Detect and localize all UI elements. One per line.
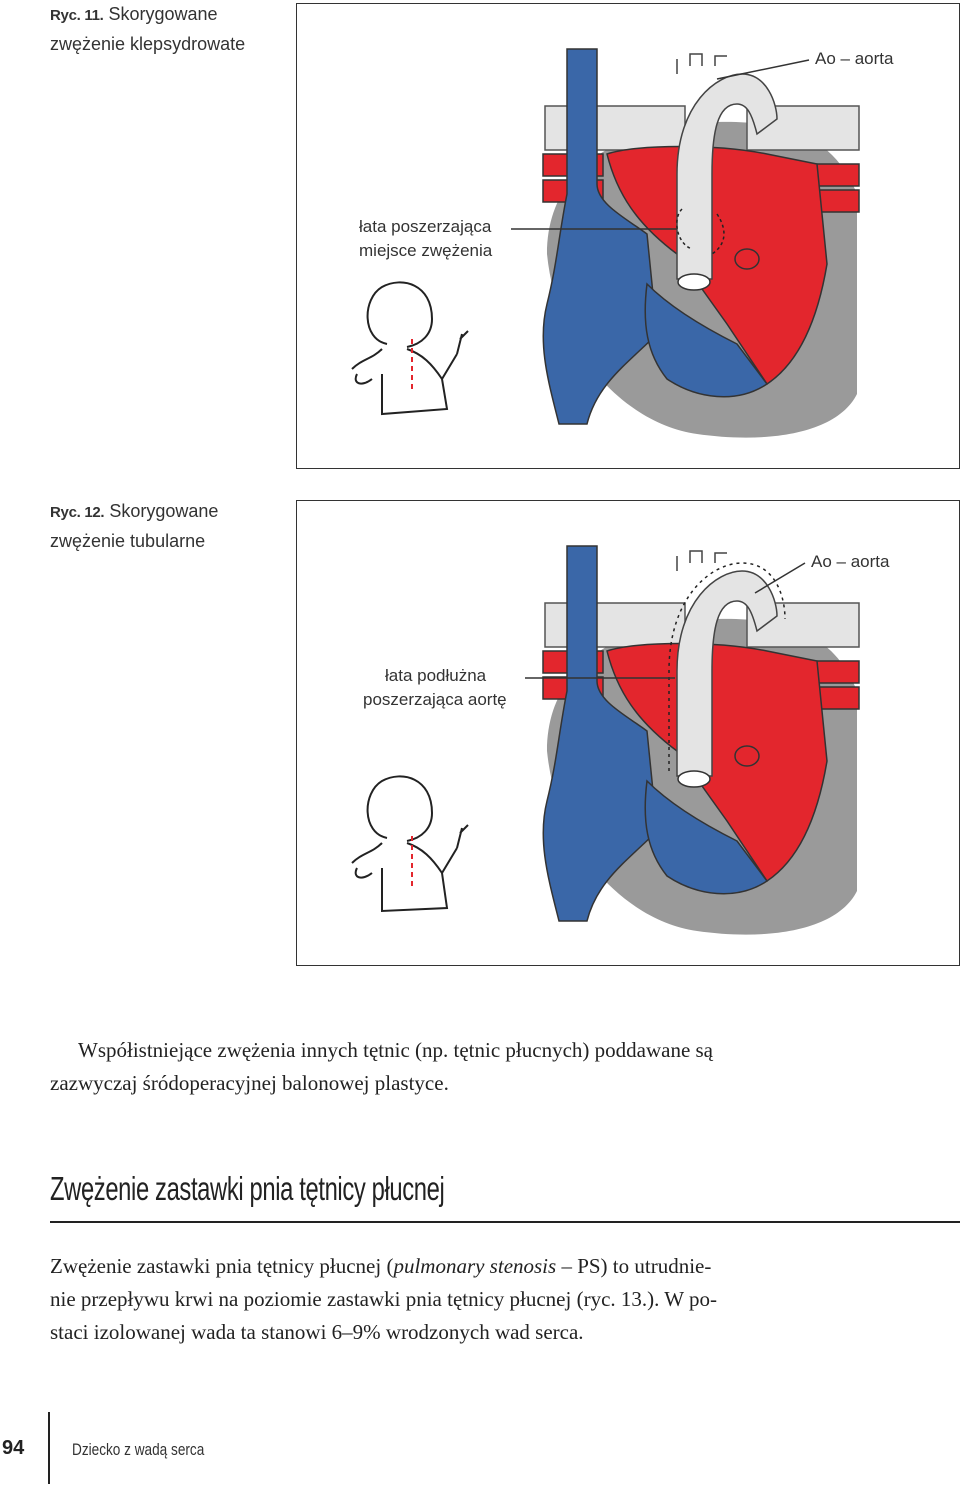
vena-cava [542, 545, 658, 922]
right-ventricle [644, 779, 769, 895]
pulmonary-branch-left [544, 602, 686, 648]
paragraph-coexisting-stenoses: Współistniejące zwężenia innych tętnic (… [50, 1034, 960, 1100]
figure-12-caption-line1: Skorygowane [109, 501, 219, 521]
footer-book-title: Dziecko z wadą serca [72, 1440, 205, 1459]
leader-ao [754, 562, 806, 594]
section-body: Zwężenie zastawki pnia tętnicy płucnej (… [50, 1250, 960, 1349]
section-body-line2: nie przepływu krwi na poziomie zastawki … [50, 1287, 717, 1311]
longitudinal-patch-stitches [668, 562, 786, 771]
figure-12-label-ao: Ao – aorta [811, 552, 890, 571]
pulmonary-opening [734, 248, 760, 270]
section-body-line3: staci izolowanej wada ta stanowi 6–9% wr… [50, 1320, 584, 1344]
figure-11-caption-line2: zwężenie klepsydrowate [50, 34, 246, 54]
child-back-illustration [351, 281, 469, 416]
aortic-branches [676, 550, 727, 571]
aortic-arch [676, 73, 778, 280]
pulmonary-branch-left [544, 105, 686, 151]
section-heading: Zwężenie zastawki pnia tętnicy płucnej [50, 1170, 445, 1207]
figure-11-caption-line1: Skorygowane [108, 4, 218, 24]
section-body-line1-b: – PS) to utrudnie- [556, 1254, 712, 1278]
leader-ao [716, 59, 810, 80]
paragraph-line1: Współistniejące zwężenia innych tętnic (… [78, 1038, 714, 1062]
figure-11-frame: Ao – aorta łata poszerzająca miejsce zwę… [296, 3, 960, 469]
figure-12-caption-line2: zwężenie tubularne [50, 531, 206, 551]
aorta-opening [677, 770, 711, 788]
aortic-branches [676, 53, 727, 74]
figure-12-caption: Ryc. 12. Skorygowane zwężenie tubularne [50, 497, 218, 556]
section-body-line1-a: Zwężenie zastawki pnia tętnicy płucnej ( [50, 1254, 394, 1278]
figure-11-label-ao: Ao – aorta [815, 49, 894, 68]
aortic-arch [676, 570, 778, 777]
patch-stitches [676, 208, 725, 255]
figure-12-label: Ryc. 12. [50, 504, 105, 521]
figure-11-label-patch-line2: miejsce zwężenia [359, 241, 493, 260]
footer-divider [48, 1412, 50, 1484]
pulmonary-opening [734, 745, 760, 767]
vena-cava [542, 48, 658, 425]
figure-11-heart-diagram: Ao – aorta łata poszerzająca miejsce zwę… [351, 48, 894, 438]
child-back-illustration [351, 775, 469, 913]
aorta-opening [677, 273, 711, 291]
figure-11-label: Ryc. 11. [50, 7, 104, 24]
page-number: 94 [2, 1437, 25, 1459]
section-body-line1-italic: pulmonary stenosis [393, 1254, 557, 1278]
section-heading-rule [50, 1221, 960, 1223]
figure-12-frame: Ao – aorta łata podłużna poszerzająca ao… [296, 500, 960, 966]
section-body-line1: Zwężenie zastawki pnia tętnicy płucnej (… [50, 1250, 960, 1283]
paragraph-line2: zazwyczaj śródoperacyjnej balonowej plas… [50, 1071, 449, 1095]
figure-12-label-patch-line2: poszerzająca aortę [363, 690, 507, 709]
figure-11-caption: Ryc. 11. Skorygowane zwężenie klepsydrow… [50, 0, 245, 59]
figure-12-label-patch-line1: łata podłużna [385, 666, 487, 685]
figure-12-heart-diagram: Ao – aorta łata podłużna poszerzająca ao… [351, 545, 890, 935]
figure-11-label-patch-line1: łata poszerzająca [359, 217, 492, 236]
right-ventricle [644, 282, 769, 398]
